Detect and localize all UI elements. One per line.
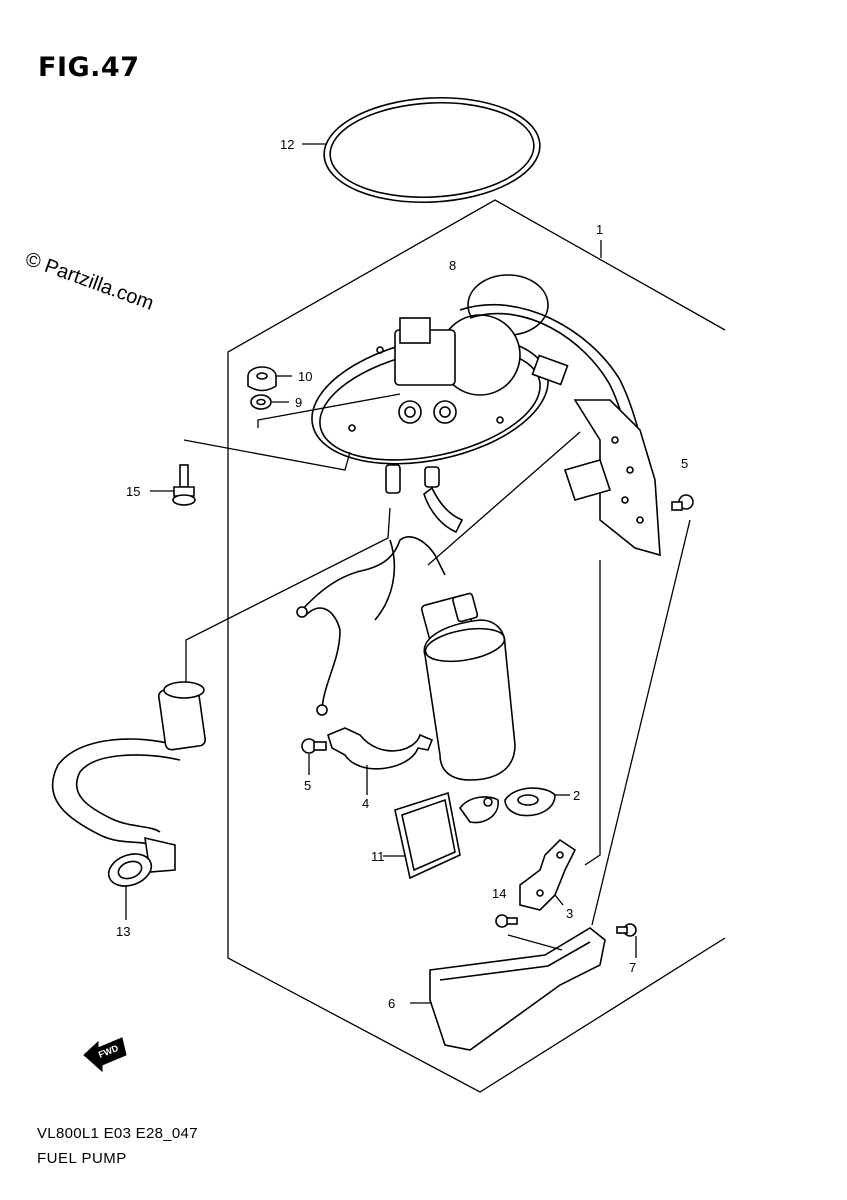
bolt-15 bbox=[172, 464, 196, 506]
callout-9: 11 bbox=[371, 849, 385, 864]
callout-2: 2 bbox=[573, 788, 580, 803]
filter-9 bbox=[394, 791, 499, 880]
leader-bracket-right bbox=[584, 560, 601, 866]
callout-15: 15 bbox=[126, 484, 140, 499]
assembly-boundary bbox=[227, 199, 726, 1093]
leader-14-hose bbox=[185, 507, 391, 682]
bolt-5-right bbox=[671, 494, 694, 511]
leader-12-cover bbox=[507, 934, 563, 951]
callout-12: 14 bbox=[492, 886, 506, 901]
callout-7: 10 bbox=[298, 369, 312, 384]
bolt-5-left bbox=[301, 738, 327, 754]
wire-harness bbox=[296, 536, 446, 716]
pump-top-plate-8 bbox=[311, 274, 569, 534]
callout-13: 12 bbox=[280, 137, 294, 152]
callout-11: 7 bbox=[629, 960, 636, 975]
callout-8: 8 bbox=[449, 258, 456, 273]
fuel-pump bbox=[420, 592, 516, 781]
cover-10 bbox=[429, 927, 606, 1051]
screw-12 bbox=[495, 914, 518, 928]
nut-7 bbox=[247, 366, 277, 392]
bracket-3 bbox=[519, 838, 577, 911]
callout-1: 1 bbox=[596, 222, 603, 237]
callout-6: 9 bbox=[295, 395, 302, 410]
side-bracket bbox=[563, 399, 661, 557]
callout-14: 13 bbox=[116, 924, 130, 939]
leader-15 bbox=[183, 439, 351, 471]
clamp-4 bbox=[327, 727, 434, 770]
washer-6 bbox=[250, 394, 272, 410]
callout-10: 6 bbox=[388, 996, 395, 1011]
callout-5-left: 5 bbox=[304, 778, 311, 793]
hose-14 bbox=[51, 681, 207, 887]
callout-3: 3 bbox=[566, 906, 573, 921]
o-ring-13 bbox=[323, 96, 541, 204]
leader-harness bbox=[427, 431, 581, 566]
seal-2 bbox=[504, 787, 556, 817]
forward-arrow-icon: FWD bbox=[83, 1037, 127, 1073]
figure-title: FIG.47 bbox=[38, 52, 140, 83]
callout-4: 4 bbox=[362, 796, 369, 811]
callout-5-right: 5 bbox=[681, 456, 688, 471]
leader-3 bbox=[554, 894, 564, 906]
footer-part-name: FUEL PUMP bbox=[37, 1150, 127, 1167]
bolt-11 bbox=[616, 923, 637, 937]
leader-11-bolt5 bbox=[591, 519, 691, 926]
leader-6-7 bbox=[257, 393, 401, 428]
footer-diagram-code: VL800L1 E03 E28_047 bbox=[37, 1125, 198, 1142]
